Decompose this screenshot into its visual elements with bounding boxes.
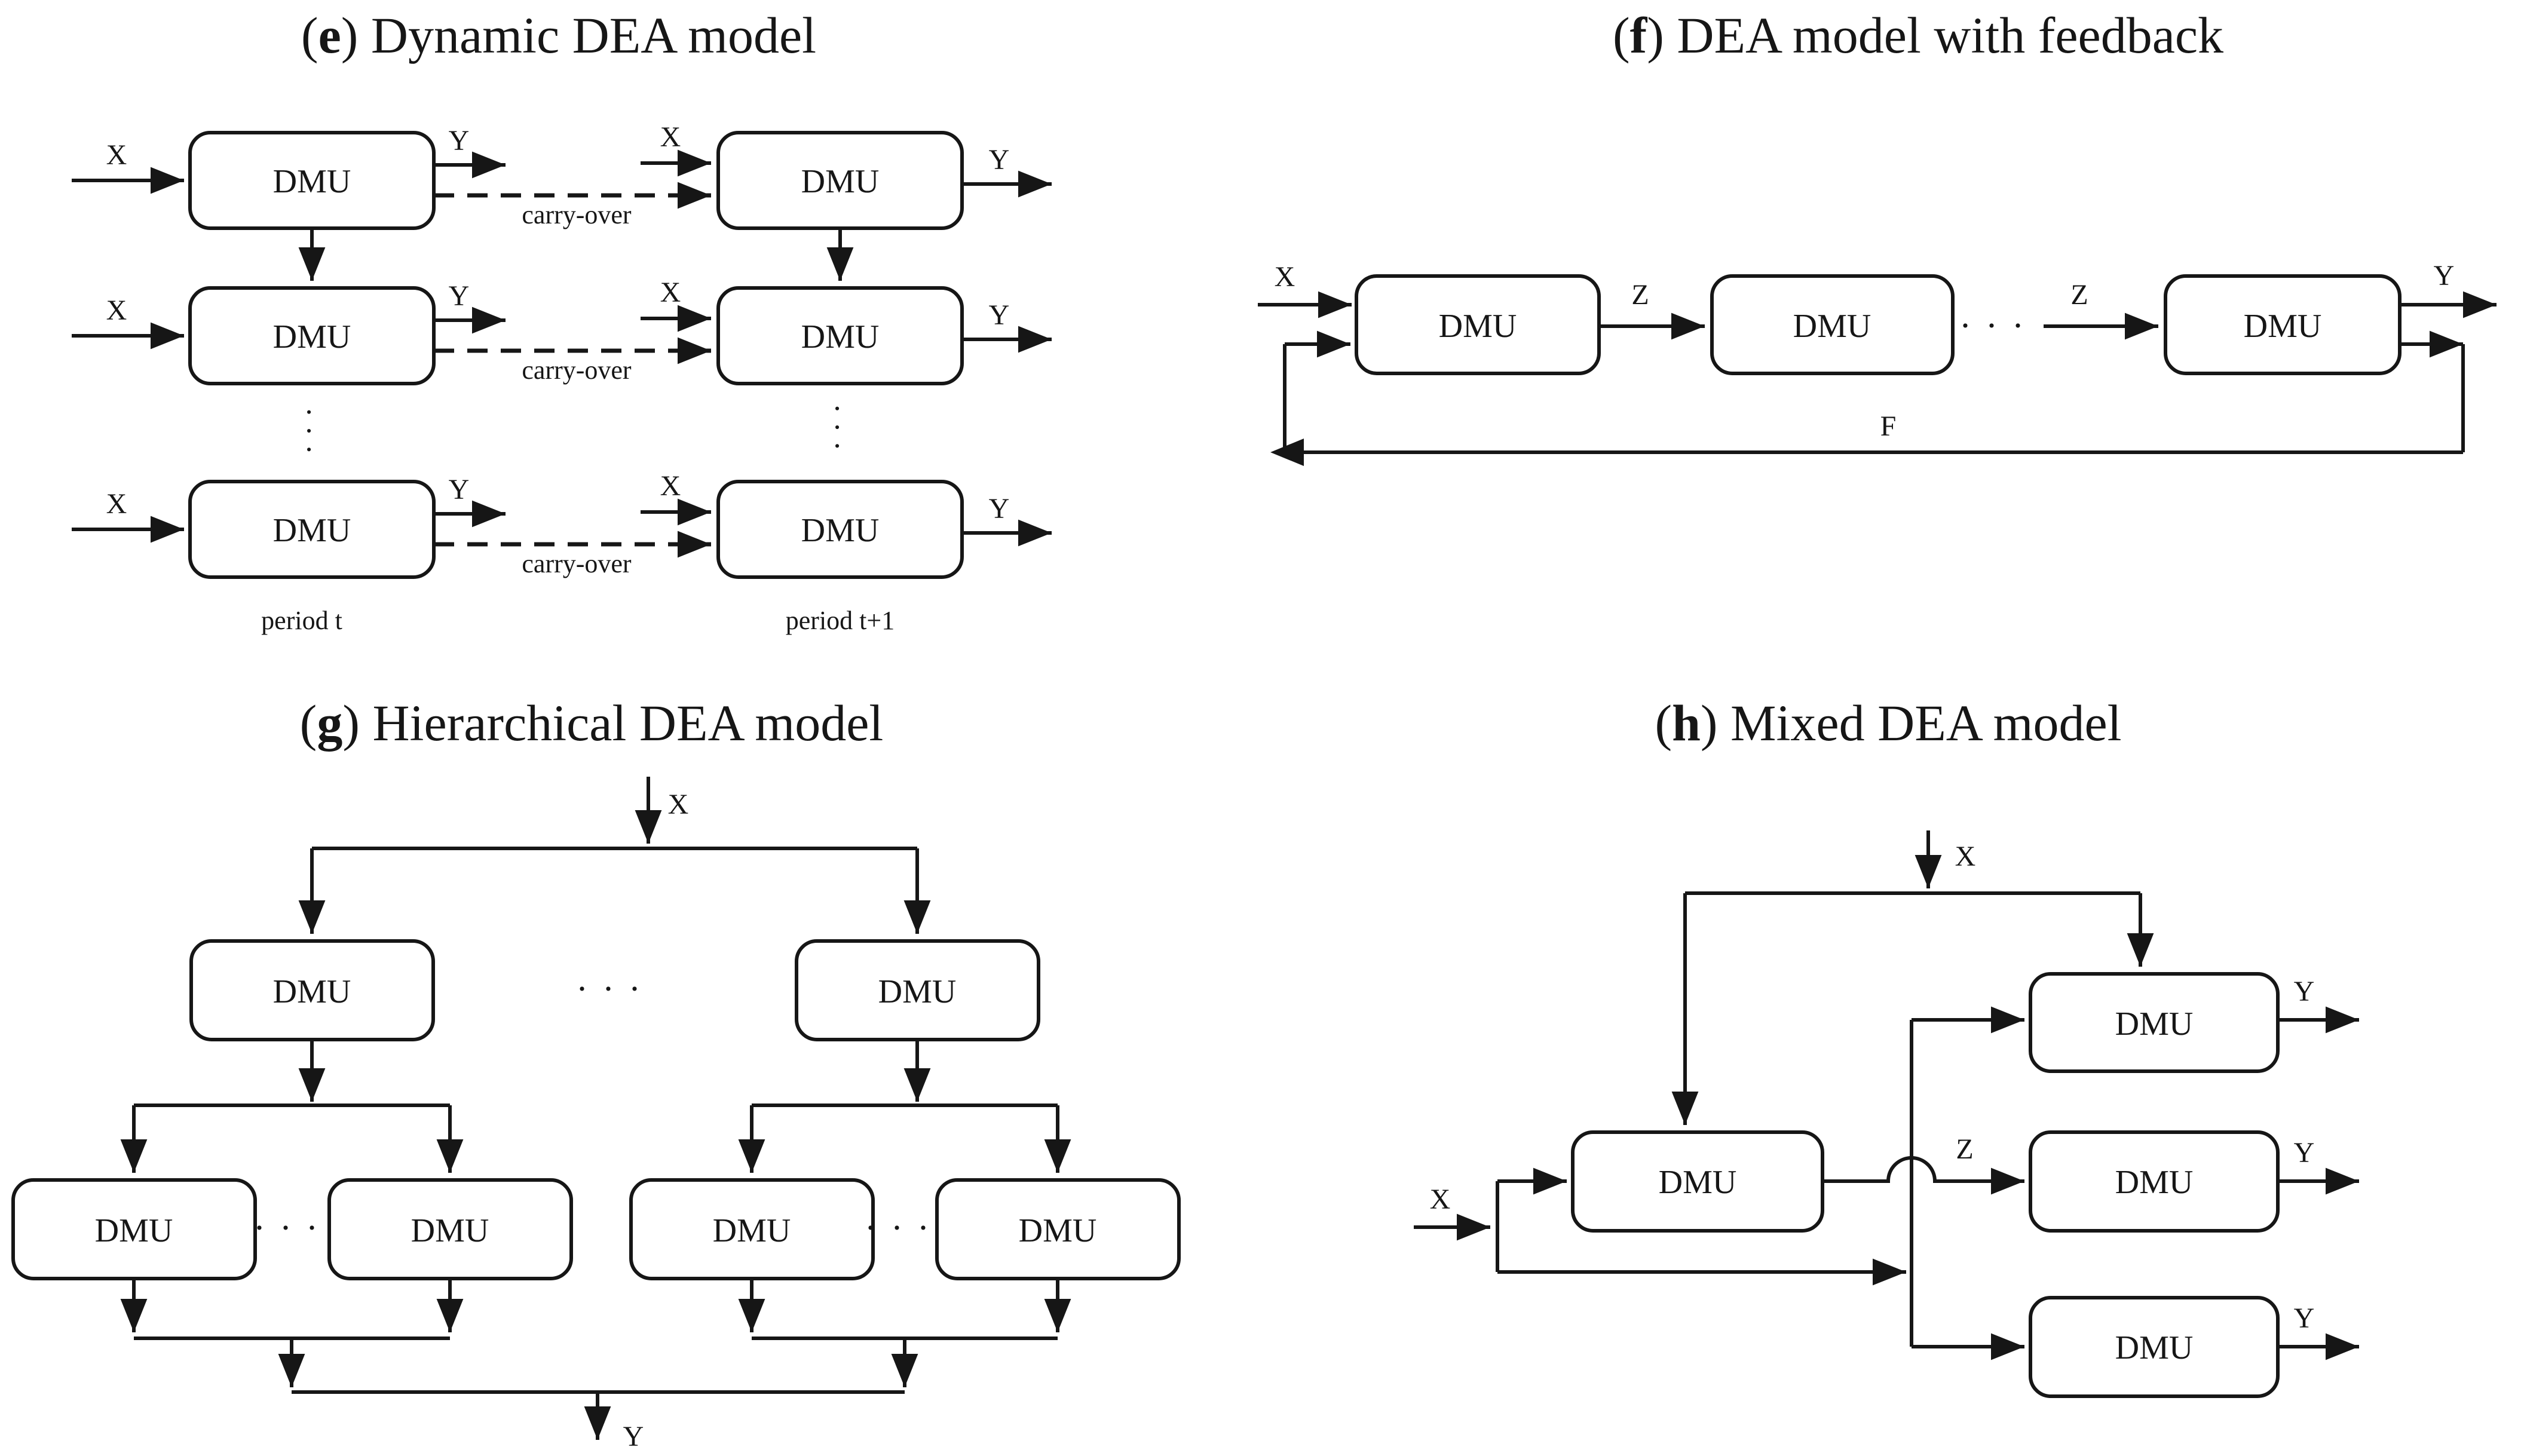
- panel-h-title-rest: ) Mixed DEA model: [1700, 694, 2122, 752]
- input-label-x: X: [1430, 1184, 1451, 1215]
- carry-over-label: carry-over: [522, 549, 632, 578]
- dmu-label: DMU: [2115, 1164, 2194, 1201]
- dmu-box: [188, 480, 436, 579]
- input-label-x: X: [668, 789, 689, 820]
- output-label-y: Y: [449, 474, 470, 505]
- panel-f-title: (f) DEA model with feedback: [1613, 2, 2223, 68]
- dmu-label: DMU: [273, 163, 351, 200]
- panel-f-title-letter: f: [1629, 7, 1647, 64]
- panel-f-dea-feedback-model: X DMU Z DMU ··· Z DMU Y F: [1258, 260, 2497, 466]
- period-t1-label: period t+1: [786, 606, 895, 635]
- dmu-label: DMU: [801, 318, 880, 355]
- input-label-x: X: [1275, 261, 1295, 293]
- output-label-y: Y: [2294, 1137, 2315, 1169]
- panel-e-title-rest: ) Dynamic DEA model: [341, 7, 817, 64]
- panel-g-title-rest: ) Hierarchical DEA model: [342, 694, 884, 752]
- input-label-x: X: [660, 277, 681, 308]
- horizontal-ellipsis: ···: [1959, 306, 2038, 345]
- vertical-ellipsis: ···: [820, 403, 854, 459]
- intermediate-label-z: Z: [1956, 1133, 1973, 1165]
- panel-g-title: (g) Hierarchical DEA model: [300, 690, 884, 756]
- panel-e-title-letter: e: [318, 7, 341, 64]
- output-label-y: Y: [989, 299, 1010, 331]
- carry-over-label: carry-over: [522, 355, 632, 385]
- output-label-y: Y: [2294, 976, 2315, 1007]
- input-label-x: X: [660, 121, 681, 153]
- dmu-label: DMU: [273, 973, 351, 1010]
- panel-e-title: (e) Dynamic DEA model: [301, 2, 816, 68]
- output-label-y: Y: [989, 144, 1010, 176]
- input-label-x: X: [1955, 841, 1976, 872]
- dmu-box: [188, 286, 436, 385]
- dmu-label: DMU: [713, 1212, 791, 1249]
- panel-e-dynamic-dea-model: X DMU Y carry-over X DMU Y X DMU Y carry…: [72, 121, 1052, 635]
- panel-h-title-letter: h: [1672, 694, 1701, 752]
- dmu-label: DMU: [2115, 1006, 2194, 1043]
- panel-e-title-open: (: [301, 7, 318, 64]
- dmu-label: DMU: [878, 973, 957, 1010]
- dmu-box: [2029, 972, 2280, 1073]
- dmu-label: DMU: [95, 1212, 173, 1249]
- connector-z-intermediate: [1822, 1156, 2024, 1195]
- horizontal-ellipsis: ···: [253, 1208, 332, 1247]
- panel-g-title-letter: g: [317, 694, 343, 752]
- vertical-ellipsis: ···: [292, 407, 326, 463]
- dmu-box: [2164, 274, 2402, 375]
- dmu-label: DMU: [273, 512, 351, 549]
- panel-h-title: (h) Mixed DEA model: [1655, 690, 2121, 756]
- dmu-label: DMU: [801, 512, 880, 549]
- intermediate-label-z: Z: [1631, 279, 1649, 311]
- dmu-box: [1710, 274, 1955, 375]
- dmu-label: DMU: [1793, 308, 1871, 345]
- dmu-label: DMU: [1439, 308, 1517, 345]
- panel-h-mixed-dea-model: X X DMU Z DMU Y DM: [1414, 830, 2359, 1398]
- input-label-x: X: [106, 139, 127, 171]
- output-label-y: Y: [449, 125, 470, 157]
- input-label-x: X: [660, 470, 681, 502]
- feedback-label-f: F: [1880, 410, 1897, 442]
- output-label-y: Y: [449, 280, 470, 312]
- dmu-label: DMU: [2244, 308, 2322, 345]
- output-label-y: Y: [623, 1421, 644, 1452]
- panel-g-title-open: (: [299, 694, 317, 752]
- dmu-label: DMU: [2115, 1329, 2194, 1366]
- period-t-label: period t: [261, 606, 342, 635]
- intermediate-label-z: Z: [2070, 279, 2088, 311]
- panel-h-title-open: (: [1655, 694, 1673, 752]
- carry-over-label: carry-over: [522, 200, 632, 229]
- panel-g-hierarchical-dea-model: X DMU ··· DMU DMU ··· DMU DMU ···: [11, 777, 1181, 1452]
- output-label-y: Y: [2294, 1302, 2315, 1334]
- dmu-box: [716, 480, 964, 579]
- output-label-y: Y: [989, 493, 1010, 525]
- dmu-box: [716, 286, 964, 385]
- panel-f-title-rest: ) DEA model with feedback: [1647, 7, 2224, 64]
- panel-f-title-open: (: [1612, 7, 1630, 64]
- dmu-label: DMU: [1019, 1212, 1097, 1249]
- dmu-label: DMU: [801, 163, 880, 200]
- dmu-label: DMU: [411, 1212, 489, 1249]
- dmu-label: DMU: [1659, 1164, 1737, 1201]
- input-label-x: X: [106, 488, 127, 520]
- output-label-y: Y: [2434, 260, 2455, 292]
- horizontal-ellipsis: ···: [865, 1208, 944, 1247]
- dmu-label: DMU: [273, 318, 351, 355]
- input-label-x: X: [106, 295, 127, 326]
- horizontal-ellipsis: ···: [576, 969, 655, 1009]
- feedback-arrowhead: [1270, 439, 1304, 466]
